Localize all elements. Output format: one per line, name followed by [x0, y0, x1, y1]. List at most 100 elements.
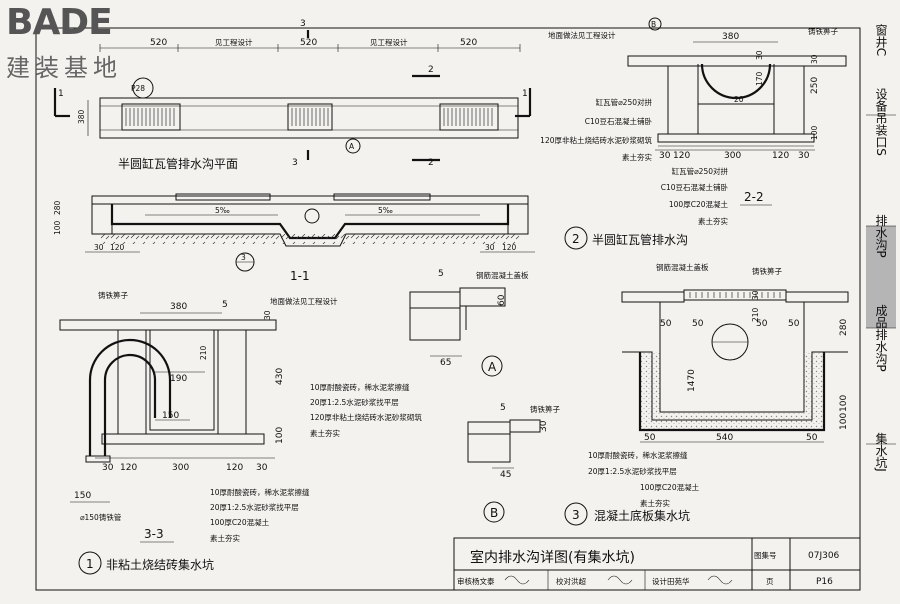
title-block: 室内排水沟详图(有集水坑) 图集号 07J306 页 P16 审核杨文泰 校对洪… — [453, 537, 861, 591]
sec22-right-label: 铸铁箅子 — [808, 26, 838, 36]
plan-view: 520 见工程设计 520 见工程设计 520 380 P28 1 1 3 3 — [53, 19, 532, 171]
side-tab-1[interactable]: 窗井C — [874, 23, 888, 56]
sec22-layer-l1: 缸瓦管⌀250对拼 — [672, 166, 729, 176]
section-3-3: 铸铁箅子 地面做法见工程设计 380 5 190 150 30 210 430 … — [59, 290, 422, 575]
sec22-dim-170: 170 — [755, 71, 764, 86]
side-tab-4[interactable]: 成品排水沟P — [874, 304, 888, 372]
sec22-layer-u2: C10豆石混凝土铺卧 — [585, 116, 653, 126]
plan-trench-outline — [99, 97, 519, 139]
sec33-b-300: 300 — [172, 463, 189, 473]
section-1-1: 5‰ 5‰ 280 100 30 120 30 120 3 1-1 — [53, 193, 535, 283]
detail3-layer-1: 10厚耐酸瓷砖，稀水泥浆擦缝 — [588, 450, 688, 460]
detail3-b-540: 540 — [716, 433, 733, 443]
detailB-dim-45: 45 — [500, 470, 511, 480]
sec33-dim-30: 30 — [263, 310, 272, 320]
sec33-dim-210: 210 — [199, 345, 208, 360]
plan-dim-1: 520 — [150, 38, 167, 48]
sec33-layer-r1: 10厚耐酸瓷砖，稀水泥浆擦缝 — [310, 382, 410, 392]
detailB-dim-5: 5 — [500, 403, 506, 413]
plan-callout: P28 — [131, 84, 145, 93]
sec33-dim-pipe: 150 — [74, 491, 91, 501]
detailA-marker: A — [488, 360, 497, 374]
detail3-circle — [564, 502, 588, 526]
detail3-layer-3: 100厚C20混凝土 — [640, 482, 700, 492]
signature-review — [504, 575, 530, 585]
side-tab-2[interactable]: 设备吊装口S — [874, 88, 888, 156]
sec33-pipe-label: ⌀150铸铁管 — [80, 512, 122, 522]
sec33-layer-r2: 20厚1:2.5水泥砂浆找平层 — [310, 397, 399, 407]
detail-B: 5 铸铁箅子 30 45 B — [467, 403, 560, 523]
side-tab-3[interactable]: 排水沟P — [874, 214, 888, 258]
sec22-dim-100: 100 — [810, 125, 819, 140]
sec33-dim-150: 150 — [162, 411, 179, 421]
plan-width-dim: 380 — [77, 109, 86, 124]
detail3-num: 3 — [572, 508, 580, 522]
detailB-label: 铸铁箅子 — [530, 404, 560, 414]
sec33-top-label: 地面做法见工程设计 — [270, 296, 338, 306]
sec22-layer-u4: 素土夯实 — [622, 152, 652, 162]
sec11-dim-120a: 120 — [110, 243, 125, 252]
sec33-layer-b1: 10厚耐酸瓷砖，稀水泥浆擦缝 — [210, 487, 310, 497]
sec11-slope-left: 5‰ — [215, 206, 230, 215]
cut-2-bottom: 2 — [428, 158, 434, 168]
sec11-dim-280: 280 — [53, 200, 62, 215]
sec22-dim-top: 380 — [722, 32, 739, 42]
cut-3-top: 3 — [300, 19, 306, 29]
sec33-dim-190: 190 — [170, 374, 187, 384]
detail3-dim-210: 210 — [751, 307, 760, 322]
detail2-circle — [564, 226, 588, 250]
signature-check — [607, 575, 633, 585]
sec22-b-300: 300 — [724, 151, 741, 161]
sec11-dim-120b: 120 — [502, 243, 517, 252]
detail1-num: 1 — [86, 557, 94, 571]
plan-marker-A-circle — [345, 138, 361, 154]
detail3-dim-30: 30 — [751, 290, 760, 300]
sec33-b-120b: 120 — [226, 463, 243, 473]
sheet-border — [35, 27, 861, 591]
plan-title: 半圆缸瓦管排水沟平面 — [118, 156, 238, 171]
sec11-dim-30a: 30 — [94, 243, 104, 252]
detailA-dim-5: 5 — [438, 269, 444, 279]
detailB-circle — [483, 501, 505, 523]
detail3-layer-2: 20厚1:2.5水泥砂浆找平层 — [588, 466, 677, 476]
plan-callout-circle — [132, 77, 154, 99]
section-2-2: B 地面做法见工程设计 铸铁箅子 380 250 170 30 30 100 2… — [540, 17, 847, 250]
detail3-dim-50b: 50 — [692, 319, 704, 329]
detail1-title: 非粘土烧结砖集水坑 — [106, 557, 214, 572]
titleblock-title: 室内排水沟详图(有集水坑) — [470, 549, 635, 566]
detail3-dim-50a: 50 — [660, 319, 672, 329]
sec22-layer-u1: 缸瓦管⌀250对拼 — [596, 97, 653, 107]
cut-1-left: 1 — [58, 89, 64, 99]
plan-grate-middle — [287, 103, 333, 131]
logo-text: BADE — [6, 2, 112, 43]
detail3-dim-1470: 1470 — [687, 369, 697, 392]
sec33-layer-r4: 素土夯实 — [310, 428, 340, 438]
sec33-title: 3-3 — [144, 527, 164, 541]
sec22-top-label: 地面做法见工程设计 — [548, 30, 616, 40]
plan-dim-2: 520 — [300, 38, 317, 48]
sec33-dim-380: 380 — [170, 302, 187, 312]
sec22-layer-l3: 100厚C20混凝土 — [669, 199, 729, 209]
cut-3-bottom: 3 — [292, 158, 298, 168]
plan-grate-left — [121, 103, 181, 131]
sec33-dim-430: 430 — [275, 368, 285, 385]
sec33-layer-b2: 20厚1:2.5水泥砂浆找平层 — [210, 502, 299, 512]
detail-3: 钢筋混凝土盖板 铸铁箅子 50 50 50 50 210 30 280 1470… — [564, 262, 849, 526]
sec22-dim-30b: 30 — [810, 54, 819, 64]
side-tab-5[interactable]: 集水坑J — [874, 431, 888, 472]
detail3-layer-4: 素土夯实 — [640, 498, 670, 508]
sec11-dim-30b: 30 — [485, 243, 495, 252]
titleblock-page-no: P16 — [816, 577, 833, 587]
titleblock-design: 设计田苑华 — [652, 576, 690, 586]
sec33-b-30b: 30 — [256, 463, 268, 473]
sec22-layer-l2: C10豆石混凝土铺卧 — [661, 182, 729, 192]
detail3-dim-50d: 50 — [788, 319, 800, 329]
detail3-dim-280: 280 — [839, 319, 849, 336]
detail-A: 钢筋混凝土盖板 5 60 65 A — [409, 269, 529, 377]
sec11-marker: 3 — [241, 253, 246, 262]
logo-subtext: 建装基地 — [6, 54, 122, 82]
detailA-label: 钢筋混凝土盖板 — [476, 270, 529, 280]
sec22-dim-250: 250 — [810, 77, 820, 94]
